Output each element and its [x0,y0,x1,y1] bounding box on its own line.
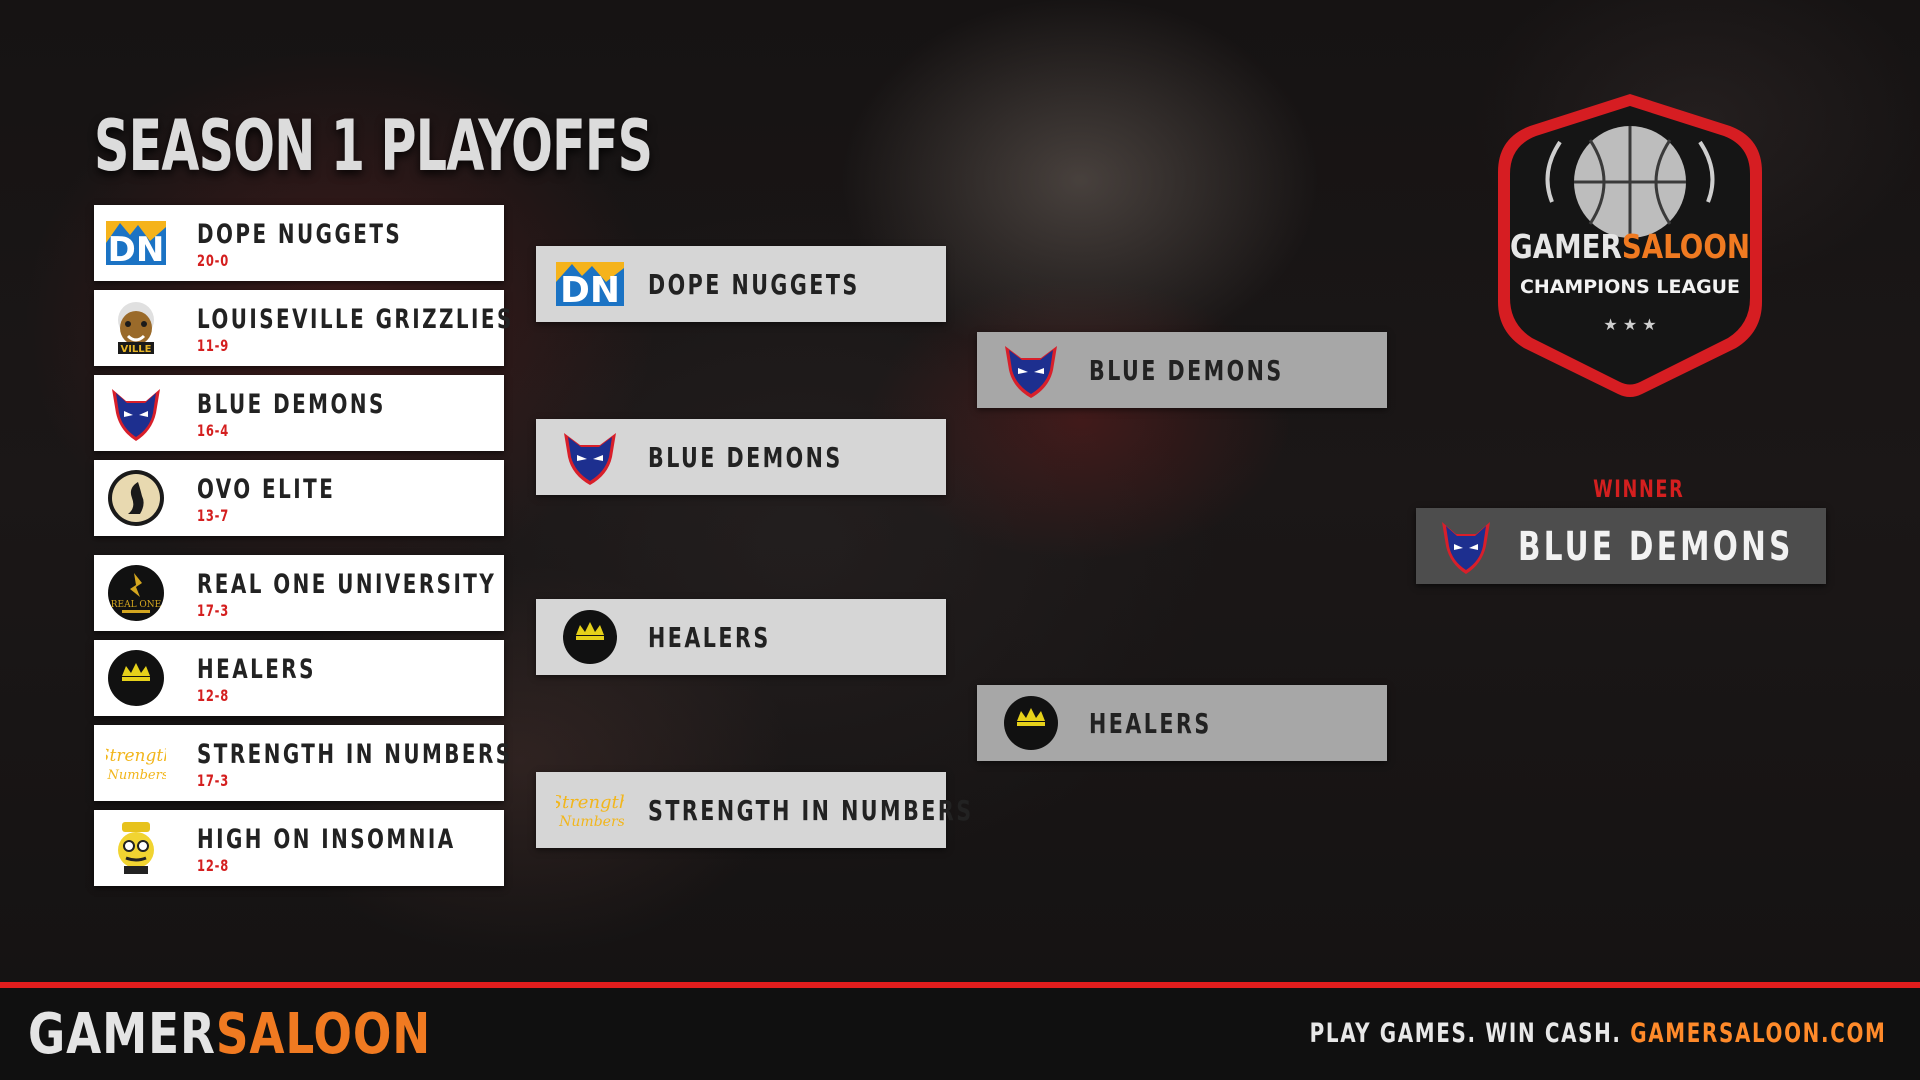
seed-record: 12-8 [197,856,230,875]
seed-blue-demons[interactable]: BLUE DEMONS 16-4 [94,375,504,451]
blue-demons-logo [1442,522,1490,574]
seed-strength-in-numbers[interactable]: Strength Numbers STRENGTH IN NUMBERS 17-… [94,725,510,801]
round3-name: HEALERS [1089,707,1212,740]
footer-brand-right: SALOON [215,1002,432,1067]
footer-tagline: PLAY GAMES. WIN CASH. GAMERSALOON.COM [1309,1018,1886,1049]
seed-name: HIGH ON INSOMNIA [197,824,456,855]
seed-name: HEALERS [197,654,316,685]
seed-record: 20-0 [197,251,230,270]
winner-name: BLUE DEMONS [1518,524,1794,570]
round2-strength-in-numbers[interactable]: Strength Numbers STRENGTH IN NUMBERS [536,772,971,848]
svg-text:DN: DN [560,270,620,311]
footer: GAMERSALOON PLAY GAMES. WIN CASH. GAMERS… [0,988,1920,1080]
footer-divider [0,982,1920,988]
seed-record: 16-4 [197,421,230,440]
seed-name: REAL ONE UNIVERSITY [197,569,497,600]
seed-name: OVO ELITE [197,474,336,505]
round2-name: STRENGTH IN NUMBERS [648,794,974,827]
louiseville-grizzlies-logo: VILLE [118,302,154,355]
blue-demons-logo [564,433,616,485]
ovo-elite-logo [108,470,164,526]
seed-name: STRENGTH IN NUMBERS [197,739,513,770]
round3-blue-demons[interactable]: BLUE DEMONS [977,332,1387,408]
strength-in-numbers-logo: Strength Numbers [106,746,166,783]
svg-text:REAL ONE: REAL ONE [111,600,162,610]
badge-stars: ★ ★ ★ [1603,315,1656,334]
svg-text:VILLE: VILLE [120,344,151,355]
round3-healers[interactable]: HEALERS [977,685,1387,761]
svg-text:Numbers: Numbers [558,814,624,830]
seed-ovo-elite[interactable]: OVO ELITE 13-7 [94,460,504,536]
footer-brand-logo[interactable]: GAMERSALOON [28,1002,431,1067]
seed-name: LOUISEVILLE GRIZZLIES [197,304,514,335]
seed-record: 13-7 [197,506,230,525]
badge-brand: GAMERSALOON [1510,227,1750,266]
round2-dope-nuggets[interactable]: DN DOPE NUGGETS [536,246,946,322]
champions-league-badge: GAMERSALOON CHAMPIONS LEAGUE ★ ★ ★ [1498,94,1762,397]
seed-dope-nuggets[interactable]: DN DOPE NUGGETS 20-0 [94,205,504,281]
seed-name: DOPE NUGGETS [197,219,403,250]
seed-record: 17-3 [197,601,230,620]
real-one-university-logo: REAL ONE [108,565,164,621]
footer-url-link[interactable]: GAMERSALOON.COM [1629,1018,1886,1049]
svg-text:Strength: Strength [556,792,624,813]
seed-record: 17-3 [197,771,230,790]
dope-nuggets-logo: DN [556,262,624,311]
seed-name: BLUE DEMONS [197,389,386,420]
seed-louiseville-grizzlies[interactable]: VILLE LOUISEVILLE GRIZZLIES 11-9 [94,290,511,366]
strength-in-numbers-logo: Strength Numbers [556,792,624,830]
seed-healers[interactable]: HEALERS 12-8 [94,640,504,716]
page-title: SEASON 1 PLAYOFFS [94,105,653,187]
dope-nuggets-logo: DN [106,221,166,270]
round2-name: BLUE DEMONS [648,441,843,474]
healers-logo [1004,696,1058,750]
seed-high-on-insomnia[interactable]: HIGH ON INSOMNIA 12-8 [94,810,504,886]
svg-text:Numbers: Numbers [107,768,166,783]
healers-logo [108,650,164,706]
healers-logo [563,610,617,664]
seed-real-one-university[interactable]: REAL ONE REAL ONE UNIVERSITY 17-3 [94,555,504,631]
svg-text:GAMERSALOON: GAMERSALOON [1510,227,1750,266]
round3-name: BLUE DEMONS [1089,354,1284,387]
round2-blue-demons[interactable]: BLUE DEMONS [536,419,946,495]
badge-league: CHAMPIONS LEAGUE [1520,276,1740,298]
winner-box[interactable]: BLUE DEMONS [1416,508,1826,584]
seed-record: 12-8 [197,686,230,705]
footer-tagline-text: PLAY GAMES. WIN CASH. [1309,1018,1622,1049]
blue-demons-logo [1005,346,1057,398]
round2-name: DOPE NUGGETS [648,268,860,301]
round2-name: HEALERS [648,621,771,654]
round2-healers[interactable]: HEALERS [536,599,946,675]
svg-text:Strength: Strength [106,746,166,766]
footer-brand-left: GAMER [28,1002,216,1067]
winner-label: WINNER [1593,475,1685,503]
high-on-insomnia-logo [118,822,154,874]
blue-demons-logo [112,389,160,441]
seed-record: 11-9 [197,336,230,355]
svg-text:DN: DN [108,230,165,270]
